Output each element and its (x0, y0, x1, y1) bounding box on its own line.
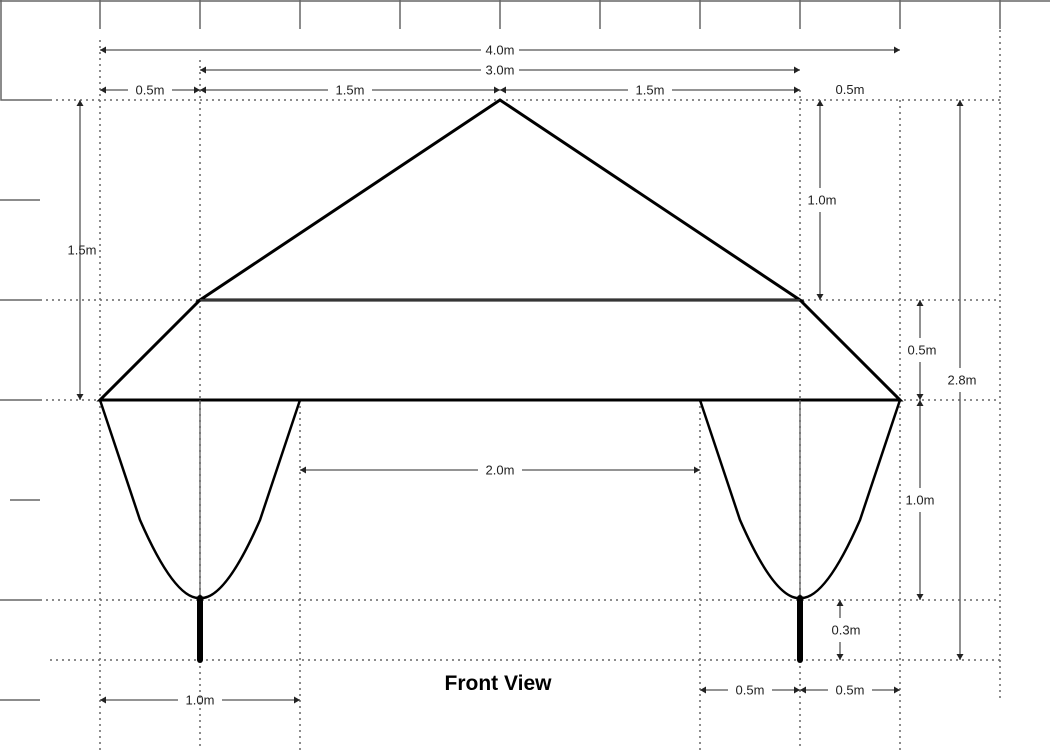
arrowhead (816, 294, 824, 300)
dimension-label: 0.5m (736, 683, 765, 698)
arrowhead (100, 696, 106, 704)
arrowhead (200, 66, 206, 74)
arrowhead (816, 100, 824, 106)
arrowhead (894, 46, 900, 54)
arrowhead (694, 466, 700, 474)
arrowhead (194, 86, 200, 94)
dimension-label: 0.5m (836, 82, 865, 97)
dimension-label: 0.5m (836, 683, 865, 698)
arrowhead (100, 46, 106, 54)
dimension-label: 4.0m (486, 43, 515, 58)
arrowhead (916, 394, 924, 400)
dimension-label: 0.5m (136, 83, 165, 98)
arrowhead (916, 300, 924, 306)
arrowhead (494, 86, 500, 94)
arrowhead (794, 86, 800, 94)
dimension-label: 2.0m (486, 463, 515, 478)
arrowhead (500, 86, 506, 94)
arrowhead (836, 654, 844, 660)
arrowhead (956, 654, 964, 660)
dimension-label: 2.8m (948, 373, 977, 388)
arrowhead (916, 400, 924, 406)
arrowhead (294, 696, 300, 704)
dimension-label: 3.0m (486, 63, 515, 78)
arrowhead (300, 466, 306, 474)
dimension-label: 1.5m (636, 83, 665, 98)
structure (96, 98, 904, 663)
roof-eave (96, 298, 904, 402)
arrowhead (956, 100, 964, 106)
dimension-label: 1.5m (68, 243, 97, 258)
arrowhead (916, 594, 924, 600)
dimension-annotations: 4.0m 3.0m 0.5m 1.5m 1.5m 0.5m 2.0m 1.0m 0.5m 0.5m… (68, 43, 977, 708)
dimension-label: 1.0m (808, 193, 837, 208)
arrowhead (76, 394, 84, 400)
arrowhead (794, 66, 800, 74)
arrowhead (836, 600, 844, 606)
view-title: Front View (445, 672, 553, 695)
roof-gable (195, 98, 805, 302)
dimension-label: 0.5m (908, 343, 937, 358)
arrowhead (200, 86, 206, 94)
corner-box (0, 0, 50, 101)
dimension-label: 1.0m (906, 493, 935, 508)
dimension-label: 1.0m (186, 693, 215, 708)
arrowhead (76, 100, 84, 106)
arrowhead (700, 686, 706, 694)
arrowhead (800, 686, 806, 694)
arrowhead (894, 686, 900, 694)
arrowhead (794, 686, 800, 694)
arrowhead (100, 86, 106, 94)
dimension-label: 1.5m (336, 83, 365, 98)
dimension-label: 0.3m (832, 623, 861, 638)
